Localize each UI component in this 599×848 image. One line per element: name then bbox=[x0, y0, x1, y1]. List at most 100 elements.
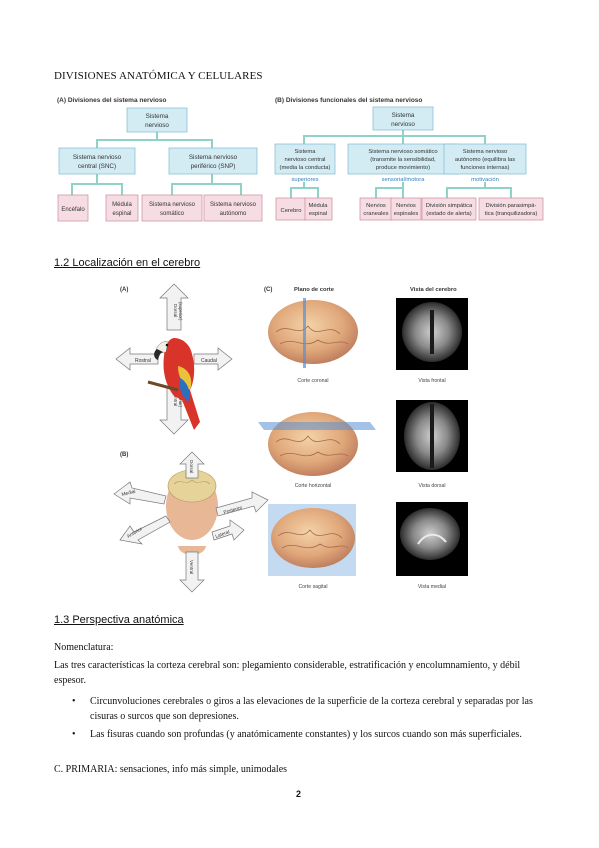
node-a-root-line1: Sistema bbox=[146, 113, 169, 120]
node-a-snp-line2: periférico (SNP) bbox=[191, 163, 236, 170]
node-b-espinales-line2: espinales bbox=[394, 211, 419, 217]
node-a-medula-line2: espinal bbox=[112, 211, 131, 217]
node-b-autonomo bbox=[443, 143, 527, 175]
node-b-medula-line1: Médula bbox=[308, 203, 328, 209]
node-a-autonomo-line1: Sistema nervioso bbox=[210, 202, 257, 208]
brain-sagital bbox=[271, 508, 355, 568]
node-b-somatico bbox=[347, 143, 459, 175]
caption-corte-sagital: Corte sagital bbox=[298, 584, 327, 590]
page-heading: DIVISIONES ANATÓMICA Y CELULARES bbox=[54, 70, 263, 82]
node-b-central bbox=[274, 143, 336, 175]
node-b-parasimpatica bbox=[478, 197, 544, 221]
node-b-sistema-nervioso bbox=[372, 106, 434, 131]
node-a-snp-line1: Sistema nervioso bbox=[189, 154, 238, 161]
brain-coronal bbox=[268, 298, 358, 368]
list-item: Circunvoluciones cerebrales o giros a la… bbox=[70, 694, 546, 724]
node-b-parasimpatica-line1: División parasimpá- bbox=[486, 203, 537, 209]
node-a-autonomo bbox=[203, 194, 263, 222]
brain-horizontal bbox=[258, 412, 376, 476]
caption-corte-coronal: Corte coronal bbox=[297, 378, 328, 384]
paragraph-caracteristicas: Las tres características la corteza cere… bbox=[54, 660, 521, 686]
node-a-root-line2: nervioso bbox=[145, 122, 169, 129]
node-b-central-line2: nervioso central bbox=[285, 157, 326, 163]
diagram-divisiones-funcionales: (B) Divisiones funcionales del sistema n… bbox=[274, 97, 544, 221]
node-b-espinales bbox=[390, 197, 422, 221]
parrot-illustration bbox=[147, 338, 200, 430]
node-a-somatico-line1: Sistema nervioso bbox=[149, 202, 196, 208]
label-ventral-a: Ventral bbox=[173, 392, 178, 406]
node-a-snc-line1: Sistema nervioso bbox=[73, 154, 122, 161]
label-posterior: Posterior bbox=[223, 505, 243, 516]
primaria-line: C. PRIMARIA: sensaciones, info más simpl… bbox=[54, 764, 288, 775]
section-heading-perspectiva: 1.3 Perspectiva anatómica bbox=[54, 614, 184, 626]
label-rostral: Rostral bbox=[135, 358, 151, 364]
node-b-craneales-line2: craneales bbox=[363, 211, 388, 217]
label-sensorial-motora: sensorial/motora bbox=[382, 177, 426, 183]
node-b-somatico-line3: produce movimiento) bbox=[376, 165, 430, 171]
label-superior-a: (superior) bbox=[178, 302, 183, 321]
node-a-somatico-line2: somático bbox=[160, 211, 185, 217]
diagram-b-connectors bbox=[290, 130, 512, 198]
node-b-autonomo-line2: autónomo (equilibra las bbox=[455, 157, 515, 163]
node-b-root-line1: Sistema bbox=[392, 112, 415, 119]
node-b-central-line3: (media la conducta) bbox=[280, 165, 331, 171]
node-b-espinales-line1: Nervios bbox=[396, 203, 416, 209]
node-b-simpatica-line2: (estado de alerta) bbox=[426, 211, 472, 217]
caption-vista-dorsal: Vista dorsal bbox=[418, 483, 445, 489]
node-b-simpatica-line1: División simpática bbox=[426, 203, 473, 209]
label-medial: Medial bbox=[121, 489, 136, 498]
label-inferior-a: (inferior) bbox=[178, 391, 183, 408]
caption-vista-medial: Vista medial bbox=[418, 584, 446, 590]
arrow-caudal: Caudal bbox=[193, 347, 233, 371]
node-a-medula-line1: Médula bbox=[112, 202, 132, 208]
mri-frontal-fissure bbox=[430, 310, 434, 354]
bullet-list: Circunvoluciones cerebrales o giros a la… bbox=[70, 694, 546, 745]
label-lateral: Lateral bbox=[215, 529, 231, 540]
mri-medial-callosum bbox=[417, 533, 447, 545]
label-motivacion: motivación bbox=[471, 177, 499, 183]
node-b-somatico-line1: Sistema nervioso somático bbox=[368, 149, 437, 155]
node-a-snc bbox=[58, 147, 136, 175]
diagram-a-title: (A) Divisiones del sistema nervioso bbox=[57, 97, 166, 104]
nomenclatura-label: Nomenclatura: bbox=[54, 642, 114, 653]
node-b-craneales-line1: Nervios bbox=[366, 203, 386, 209]
label-ventral-b: Ventral bbox=[189, 560, 194, 574]
header-vista-del-cerebro: Vista del cerebro bbox=[410, 287, 457, 293]
node-a-sistema-nervioso bbox=[126, 107, 188, 133]
node-b-autonomo-line1: Sistema nervioso bbox=[463, 149, 507, 155]
node-a-snp bbox=[168, 147, 258, 175]
label-dorsal-b: Dorsal bbox=[189, 460, 194, 473]
diagram-a-connectors bbox=[71, 132, 242, 195]
node-b-autonomo-line3: funciones internas) bbox=[461, 165, 510, 171]
header-plano-de-corte: Plano de corte bbox=[294, 287, 335, 293]
diagram-b-title: (B) Divisiones funcionales del sistema n… bbox=[275, 97, 422, 104]
label-c: (C) bbox=[264, 287, 272, 293]
head-illustration bbox=[166, 469, 218, 555]
caption-corte-horizontal: Corte horizontal bbox=[295, 483, 332, 489]
label-dorsal-a: Dorsal bbox=[173, 304, 178, 317]
section-heading-localizacion: 1.2 Localización en el cerebro bbox=[54, 257, 201, 269]
diagram-divisiones-sistema-nervioso: (A) Divisiones del sistema nervioso Sist… bbox=[57, 97, 263, 222]
node-b-cerebro-label: Cerebro bbox=[281, 208, 302, 214]
arrow-anterior: Anterior bbox=[119, 515, 171, 545]
node-a-encefalo-label: Encéfalo bbox=[61, 207, 85, 213]
mri-dorsal-fissure bbox=[430, 404, 434, 468]
list-item: Las fisuras cuando son profundas (y anat… bbox=[70, 727, 546, 742]
node-b-central-line1: Sistema bbox=[295, 149, 317, 155]
arrow-dorsal-superior: Dorsal (superior) bbox=[159, 283, 189, 331]
node-a-somatico bbox=[141, 194, 203, 222]
arrow-medial: Medial bbox=[113, 481, 167, 505]
node-b-somatico-line2: (transmite la sensibilidad, bbox=[370, 157, 436, 163]
node-a-medula bbox=[105, 194, 139, 222]
label-caudal: Caudal bbox=[201, 358, 217, 364]
node-a-snc-line2: central (SNC) bbox=[78, 163, 116, 170]
node-b-root-line2: nervioso bbox=[391, 121, 415, 128]
figure-localizacion-cerebro: (A) Dorsal (superior) Rostral Caudal Ven… bbox=[113, 283, 468, 593]
caption-vista-frontal: Vista frontal bbox=[418, 378, 445, 384]
node-b-medula bbox=[304, 197, 333, 221]
page-number: 2 bbox=[296, 789, 302, 799]
arrow-ventral-b: Ventral bbox=[179, 551, 205, 593]
label-superiores: superiores bbox=[291, 177, 318, 183]
label-b: (B) bbox=[120, 452, 128, 458]
node-b-medula-line2: espinal bbox=[309, 211, 327, 217]
